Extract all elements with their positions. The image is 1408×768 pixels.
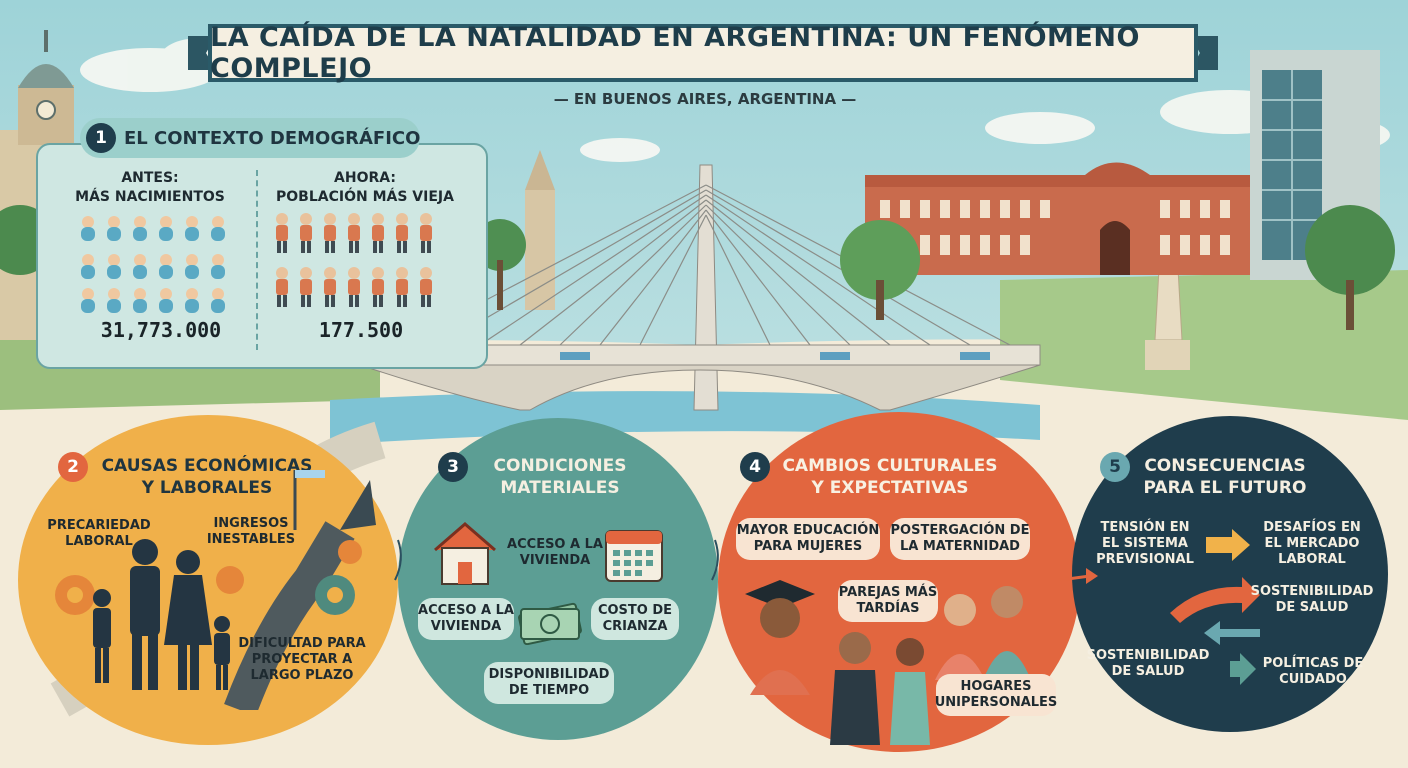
cause-ingresos-inestables: INGRESOS INESTABLES: [206, 516, 296, 547]
money-icon: [518, 602, 582, 645]
section1-number: 1: [86, 123, 116, 153]
section5-title-line1: CONSECUENCIAS: [1144, 456, 1306, 476]
section1-title: EL CONTEXTO DEMOGRÁFICO: [124, 128, 421, 149]
cultural-postergacion-maternidad-pill: POSTERGACIÓN DE LA MATERNIDAD: [890, 518, 1030, 560]
before-label: ANTES:: [121, 170, 179, 186]
section5-number: 5: [1100, 452, 1130, 482]
elderly-icons-grid: [276, 213, 432, 307]
section1-divider: [256, 170, 258, 350]
before-births-value: 31,773.000: [100, 318, 222, 342]
cultural-mayor-educacion-pill: MAYOR EDUCACIÓN PARA MUJERES: [736, 518, 880, 560]
material-acceso-vivienda-top: ACCESO A LA VIVIENDA: [507, 537, 603, 568]
house-icon: [434, 522, 496, 585]
consequence-politicas-cuidado: POLÍTICAS DE CUIDADO: [1262, 656, 1364, 687]
cultural-parejas-tardias-pill: PAREJAS MÁS TARDÍAS: [838, 580, 938, 622]
calendar-icon: [605, 530, 663, 582]
material-acceso-vivienda-pill: ACCESO A LA VIVIENDA: [418, 598, 514, 640]
consequence-sostenibilidad-salud-right: SOSTENIBILIDAD DE SALUD: [1250, 584, 1374, 615]
gears-and-family-illustration: [55, 470, 376, 710]
consequence-desafios-mercado: DESAFÍOS EN EL MERCADO LABORAL: [1263, 520, 1361, 567]
title-banner: [188, 24, 1218, 82]
section4-title-line1: CAMBIOS CULTURALES: [782, 456, 998, 476]
consequence-arrows: [1170, 529, 1260, 685]
cause-precariedad-laboral: PRECARIEDAD LABORAL: [47, 518, 151, 549]
before-subtitle: MÁS NACIMIENTOS: [75, 189, 225, 205]
consequence-sostenibilidad-salud-left: SOSTENIBILIDAD DE SALUD: [1086, 648, 1210, 679]
cause-dificultad-proyectar: DIFICULTAD PARA PROYECTAR A LARGO PLAZO: [238, 636, 366, 683]
section3-title-line2: MATERIALES: [500, 478, 620, 498]
section1-header-strip: [80, 118, 420, 158]
material-disponibilidad-tiempo-pill: DISPONIBILIDAD DE TIEMPO: [484, 662, 614, 704]
cultural-hogares-unipersonales-pill: HOGARES UNIPERSONALES: [935, 674, 1057, 716]
baby-icons-grid: [81, 216, 225, 313]
people-illustration: [745, 580, 1031, 745]
consequence-tension-previsional: TENSIÓN EN EL SISTEMA PREVISIONAL: [1096, 520, 1194, 567]
section4-title-line2: Y EXPECTATIVAS: [811, 478, 969, 498]
section4-number: 4: [740, 452, 770, 482]
section2-number: 2: [58, 452, 88, 482]
section2-title-line1: CAUSAS ECONÓMICAS: [101, 456, 313, 476]
section3-number: 3: [438, 452, 468, 482]
now-population-value: 177.500: [318, 318, 404, 342]
section5-title-line2: PARA EL FUTURO: [1143, 478, 1307, 498]
section2-title-line2: Y LABORALES: [141, 478, 273, 498]
now-label: AHORA:: [334, 170, 396, 186]
material-costo-crianza-pill: COSTO DE CRIANZA: [591, 598, 679, 640]
page-subtitle: — EN BUENOS AIRES, ARGENTINA —: [553, 90, 857, 108]
section3-title-line1: CONDICIONES: [493, 456, 627, 476]
now-subtitle: POBLACIÓN MÁS VIEJA: [276, 189, 454, 205]
